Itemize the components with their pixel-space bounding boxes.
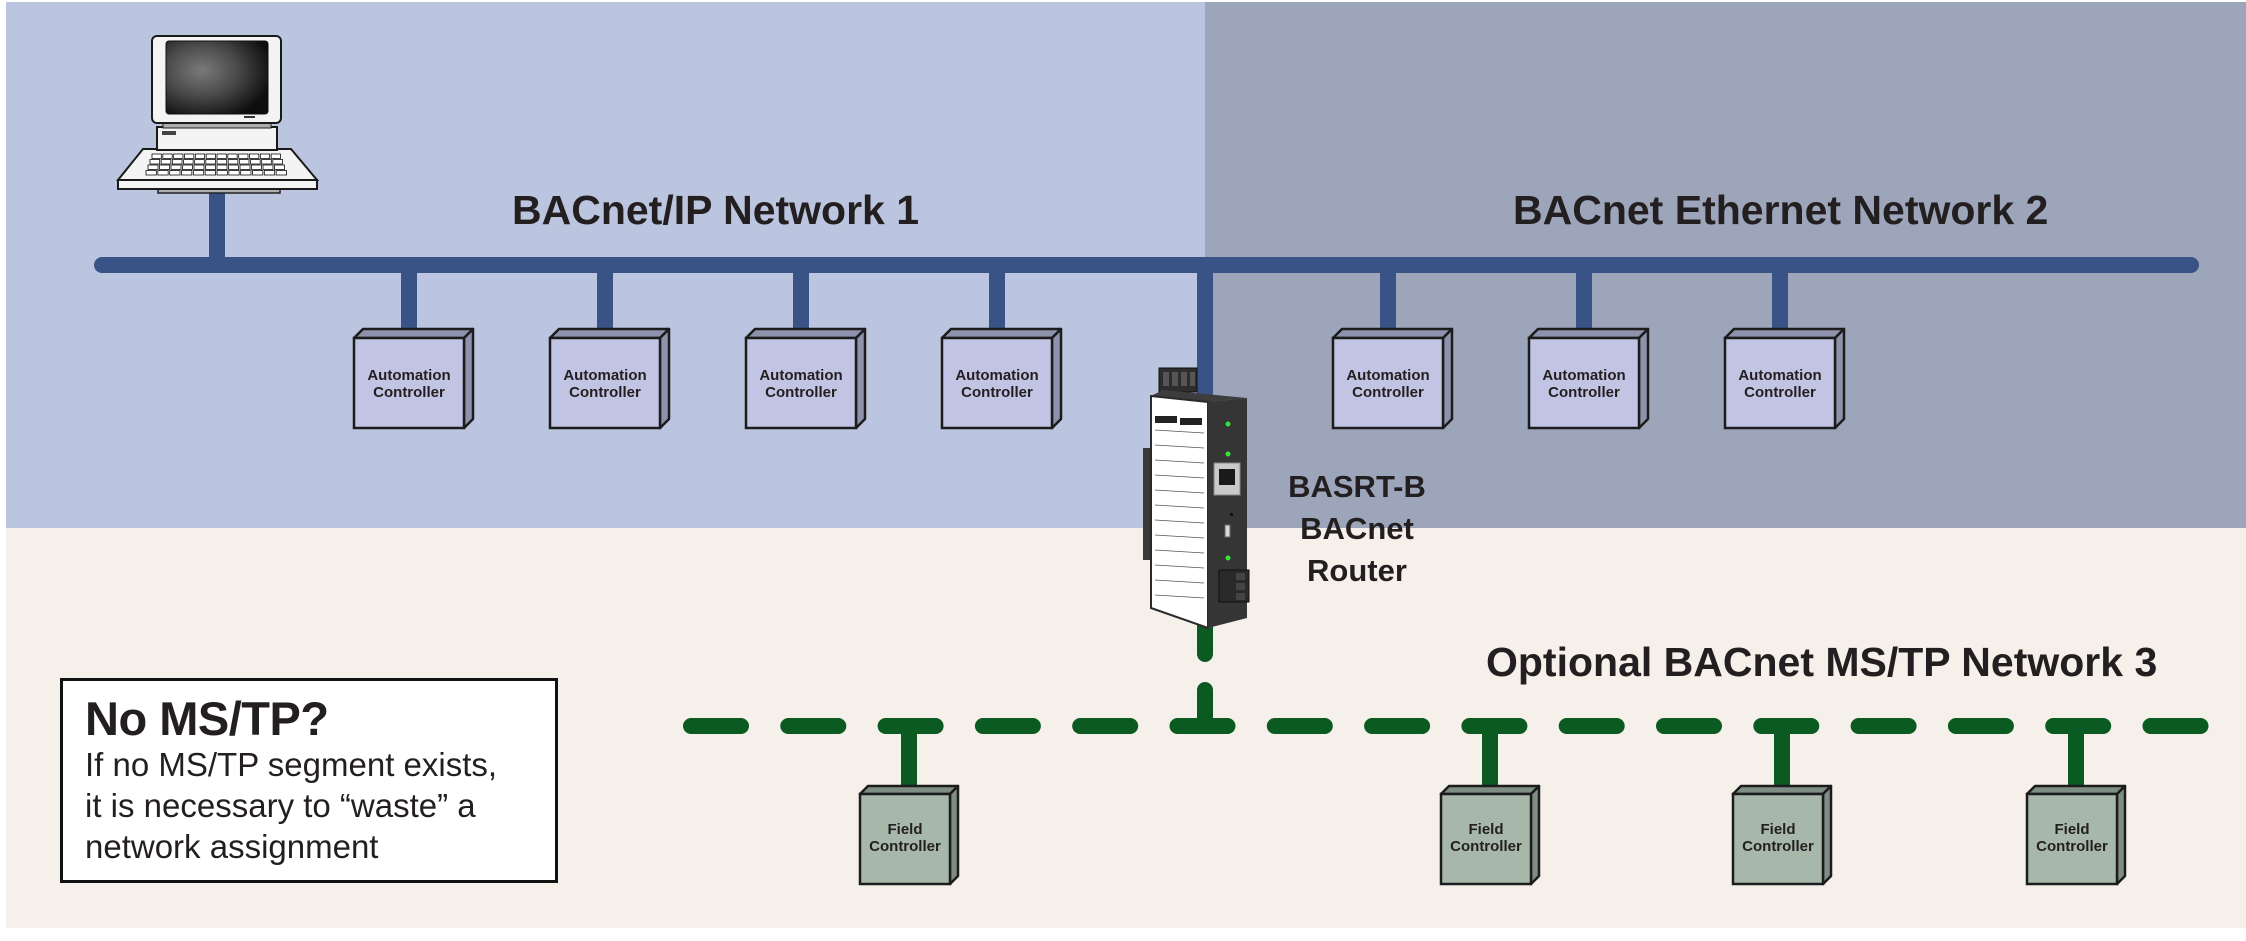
network2-title: BACnet Ethernet Network 2 [1513,187,2048,233]
field-controller-stem [1482,726,1498,786]
controller-stem [793,265,809,338]
controller-label-line2: Controller [961,384,1033,401]
controller-stem [989,265,1005,338]
controller-stem [1380,265,1396,338]
controller-label-line2: Controller [569,384,641,401]
controller-stem [1576,265,1592,338]
controller-label-line1: Automation [563,367,646,384]
controller-label-line1: Automation [955,367,1038,384]
field-label-line2: Controller [2036,838,2108,855]
field-controller-stem [901,726,917,786]
field-controllers: FieldControllerFieldControllerFieldContr… [858,726,2127,886]
note-line: network assignment [85,828,379,865]
field-label-line2: Controller [1742,838,1814,855]
controller-label-line2: Controller [1352,384,1424,401]
field-label-line1: Field [1760,821,1795,838]
controller-stem [1772,265,1788,338]
field-controller-stem [1774,726,1790,786]
controller-stem [401,265,417,338]
note-line: it is necessary to “waste” a [85,787,476,824]
router-label-panel [1154,416,1205,599]
controller-label-line1: Automation [1738,367,1821,384]
controller-label-line2: Controller [373,384,445,401]
router-type-label: BACnet [1300,511,1414,546]
controller-label-line2: Controller [1548,384,1620,401]
note-body: If no MS/TP segment exists, it is necess… [85,744,555,867]
no-mstp-note: No MS/TP? If no MS/TP segment exists, it… [60,678,558,883]
router-ethernet-stem [1197,265,1213,405]
field-label-line2: Controller [1450,838,1522,855]
keyboard-keys [145,153,287,176]
note-line: If no MS/TP segment exists, [85,746,498,783]
automation-controllers: AutomationControllerAutomationController… [352,265,1846,430]
field-label-line1: Field [1468,821,1503,838]
workstation-stem [209,190,225,265]
network1-title: BACnet/IP Network 1 [512,187,919,233]
controller-stem [597,265,613,338]
network3-title: Optional BACnet MS/TP Network 3 [1486,639,2157,685]
bacnet-router-device-icon [1143,367,1250,630]
field-controller-stem [2068,726,2084,786]
controller-label-line1: Automation [759,367,842,384]
note-title: No MS/TP? [85,692,329,745]
controller-label-line2: Controller [1744,384,1816,401]
field-label-line1: Field [887,821,922,838]
field-label-line2: Controller [869,838,941,855]
controller-label-line2: Controller [765,384,837,401]
controller-label-line1: Automation [1542,367,1625,384]
computer-workstation-icon [115,35,320,194]
router-model-label: BASRT-B [1288,469,1426,504]
controller-label-line1: Automation [367,367,450,384]
controller-label-line1: Automation [1346,367,1429,384]
field-label-line1: Field [2054,821,2089,838]
router-name-label: Router [1307,553,1407,588]
